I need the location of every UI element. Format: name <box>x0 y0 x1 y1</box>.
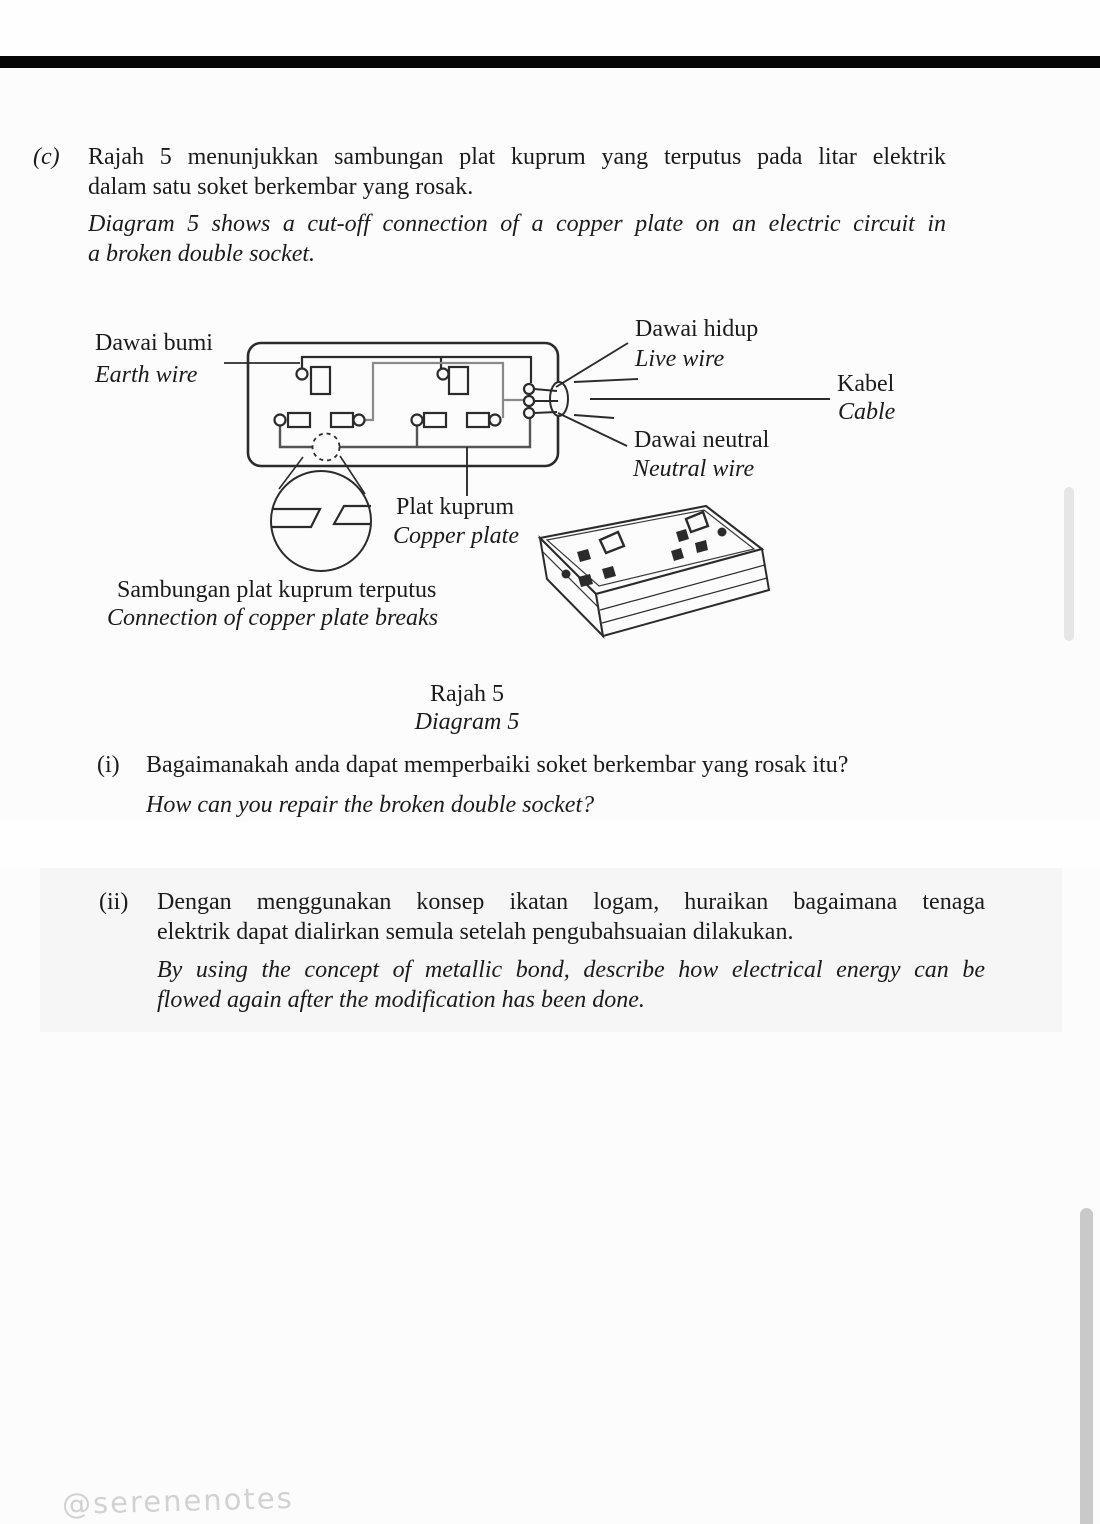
question-i-malay: Bagaimanakah anda dapat memperbaiki soke… <box>146 752 849 778</box>
live-wire-label-ms: Dawai hidup <box>635 316 759 342</box>
live-wire-path <box>364 361 524 422</box>
socket-outlet-left <box>561 530 626 587</box>
watermark: @serenenotes <box>61 1480 295 1522</box>
question-c-english-line2: a broken double socket. <box>88 241 316 267</box>
socket-front-side <box>594 547 771 638</box>
neutral-wire-label-ms: Dawai neutral <box>634 427 770 453</box>
double-socket-3d-drawing <box>537 504 771 639</box>
terminal-4 <box>465 411 491 429</box>
copper-plate-label-ms: Plat kuprum <box>396 494 514 520</box>
top-divider-bar <box>0 56 1100 68</box>
terminal-2 <box>329 411 355 429</box>
question-c-label: (c) <box>33 144 60 170</box>
question-c-english-line1: Diagram 5 shows a cut-off connection of … <box>88 211 946 237</box>
earth-wire-label-ms: Dawai bumi <box>95 330 213 356</box>
copper-plate-break-detail <box>272 504 371 529</box>
question-i-english: How can you repair the broken double soc… <box>146 792 595 818</box>
circuit-diagram-svg <box>224 341 830 639</box>
cable-leader-lines <box>533 342 830 447</box>
live-wire-label-en: Live wire <box>635 346 725 372</box>
question-c-malay-line1: Rajah 5 menunjukkan sambungan plat kupru… <box>88 144 946 170</box>
question-ii-malay-line2: elektrik dapat dialirkan semula setelah … <box>157 919 794 945</box>
neutral-wire-path <box>278 418 532 449</box>
earth-terminal-right <box>447 365 470 396</box>
neutral-wire-leader-line <box>557 412 628 447</box>
cable-label-en: Cable <box>838 399 896 425</box>
question-ii-english-line2: flowed again after the modification has … <box>157 987 645 1013</box>
terminal-3 <box>422 411 448 429</box>
earth-terminal-left <box>309 365 332 396</box>
terminal-1 <box>286 411 312 429</box>
earth-wire-label-en: Earth wire <box>95 362 198 388</box>
earth-wire-path <box>300 355 533 383</box>
scan-gap-band <box>0 822 1100 868</box>
scrollbar-thumb-lower[interactable] <box>1080 1208 1093 1524</box>
figure-caption-en: Diagram 5 <box>414 709 520 735</box>
cable-entry-notch <box>549 381 569 417</box>
scrollbar-thumb-upper[interactable] <box>1064 487 1074 641</box>
cable-connection-points <box>522 382 536 420</box>
scan-segment-background <box>40 868 1062 1032</box>
question-i-label: (i) <box>97 752 120 778</box>
figure-caption-ms: Rajah 5 <box>430 681 504 707</box>
question-ii-label: (ii) <box>99 889 129 915</box>
question-c-malay-line2: dalam satu soket berkembar yang rosak. <box>88 174 474 200</box>
break-caption-en: Connection of copper plate breaks <box>107 605 439 631</box>
socket-internal-drawing <box>224 341 830 572</box>
break-highlight-circle <box>311 432 341 462</box>
question-ii-malay-line1: Dengan menggunakan konsep ikatan logam, … <box>157 889 985 915</box>
question-ii-english-line1: By using the concept of metallic bond, d… <box>157 957 985 983</box>
live-wire-leader-line <box>555 342 629 388</box>
neutral-wire-label-en: Neutral wire <box>633 456 755 482</box>
copper-plate-label-en: Copper plate <box>393 523 519 549</box>
cable-label-ms: Kabel <box>837 371 895 397</box>
top-white-strip <box>0 0 1100 56</box>
magnifier-circle <box>270 470 372 572</box>
break-caption-ms: Sambungan plat kuprum terputus <box>117 577 437 603</box>
socket-outlet-right <box>671 510 727 561</box>
